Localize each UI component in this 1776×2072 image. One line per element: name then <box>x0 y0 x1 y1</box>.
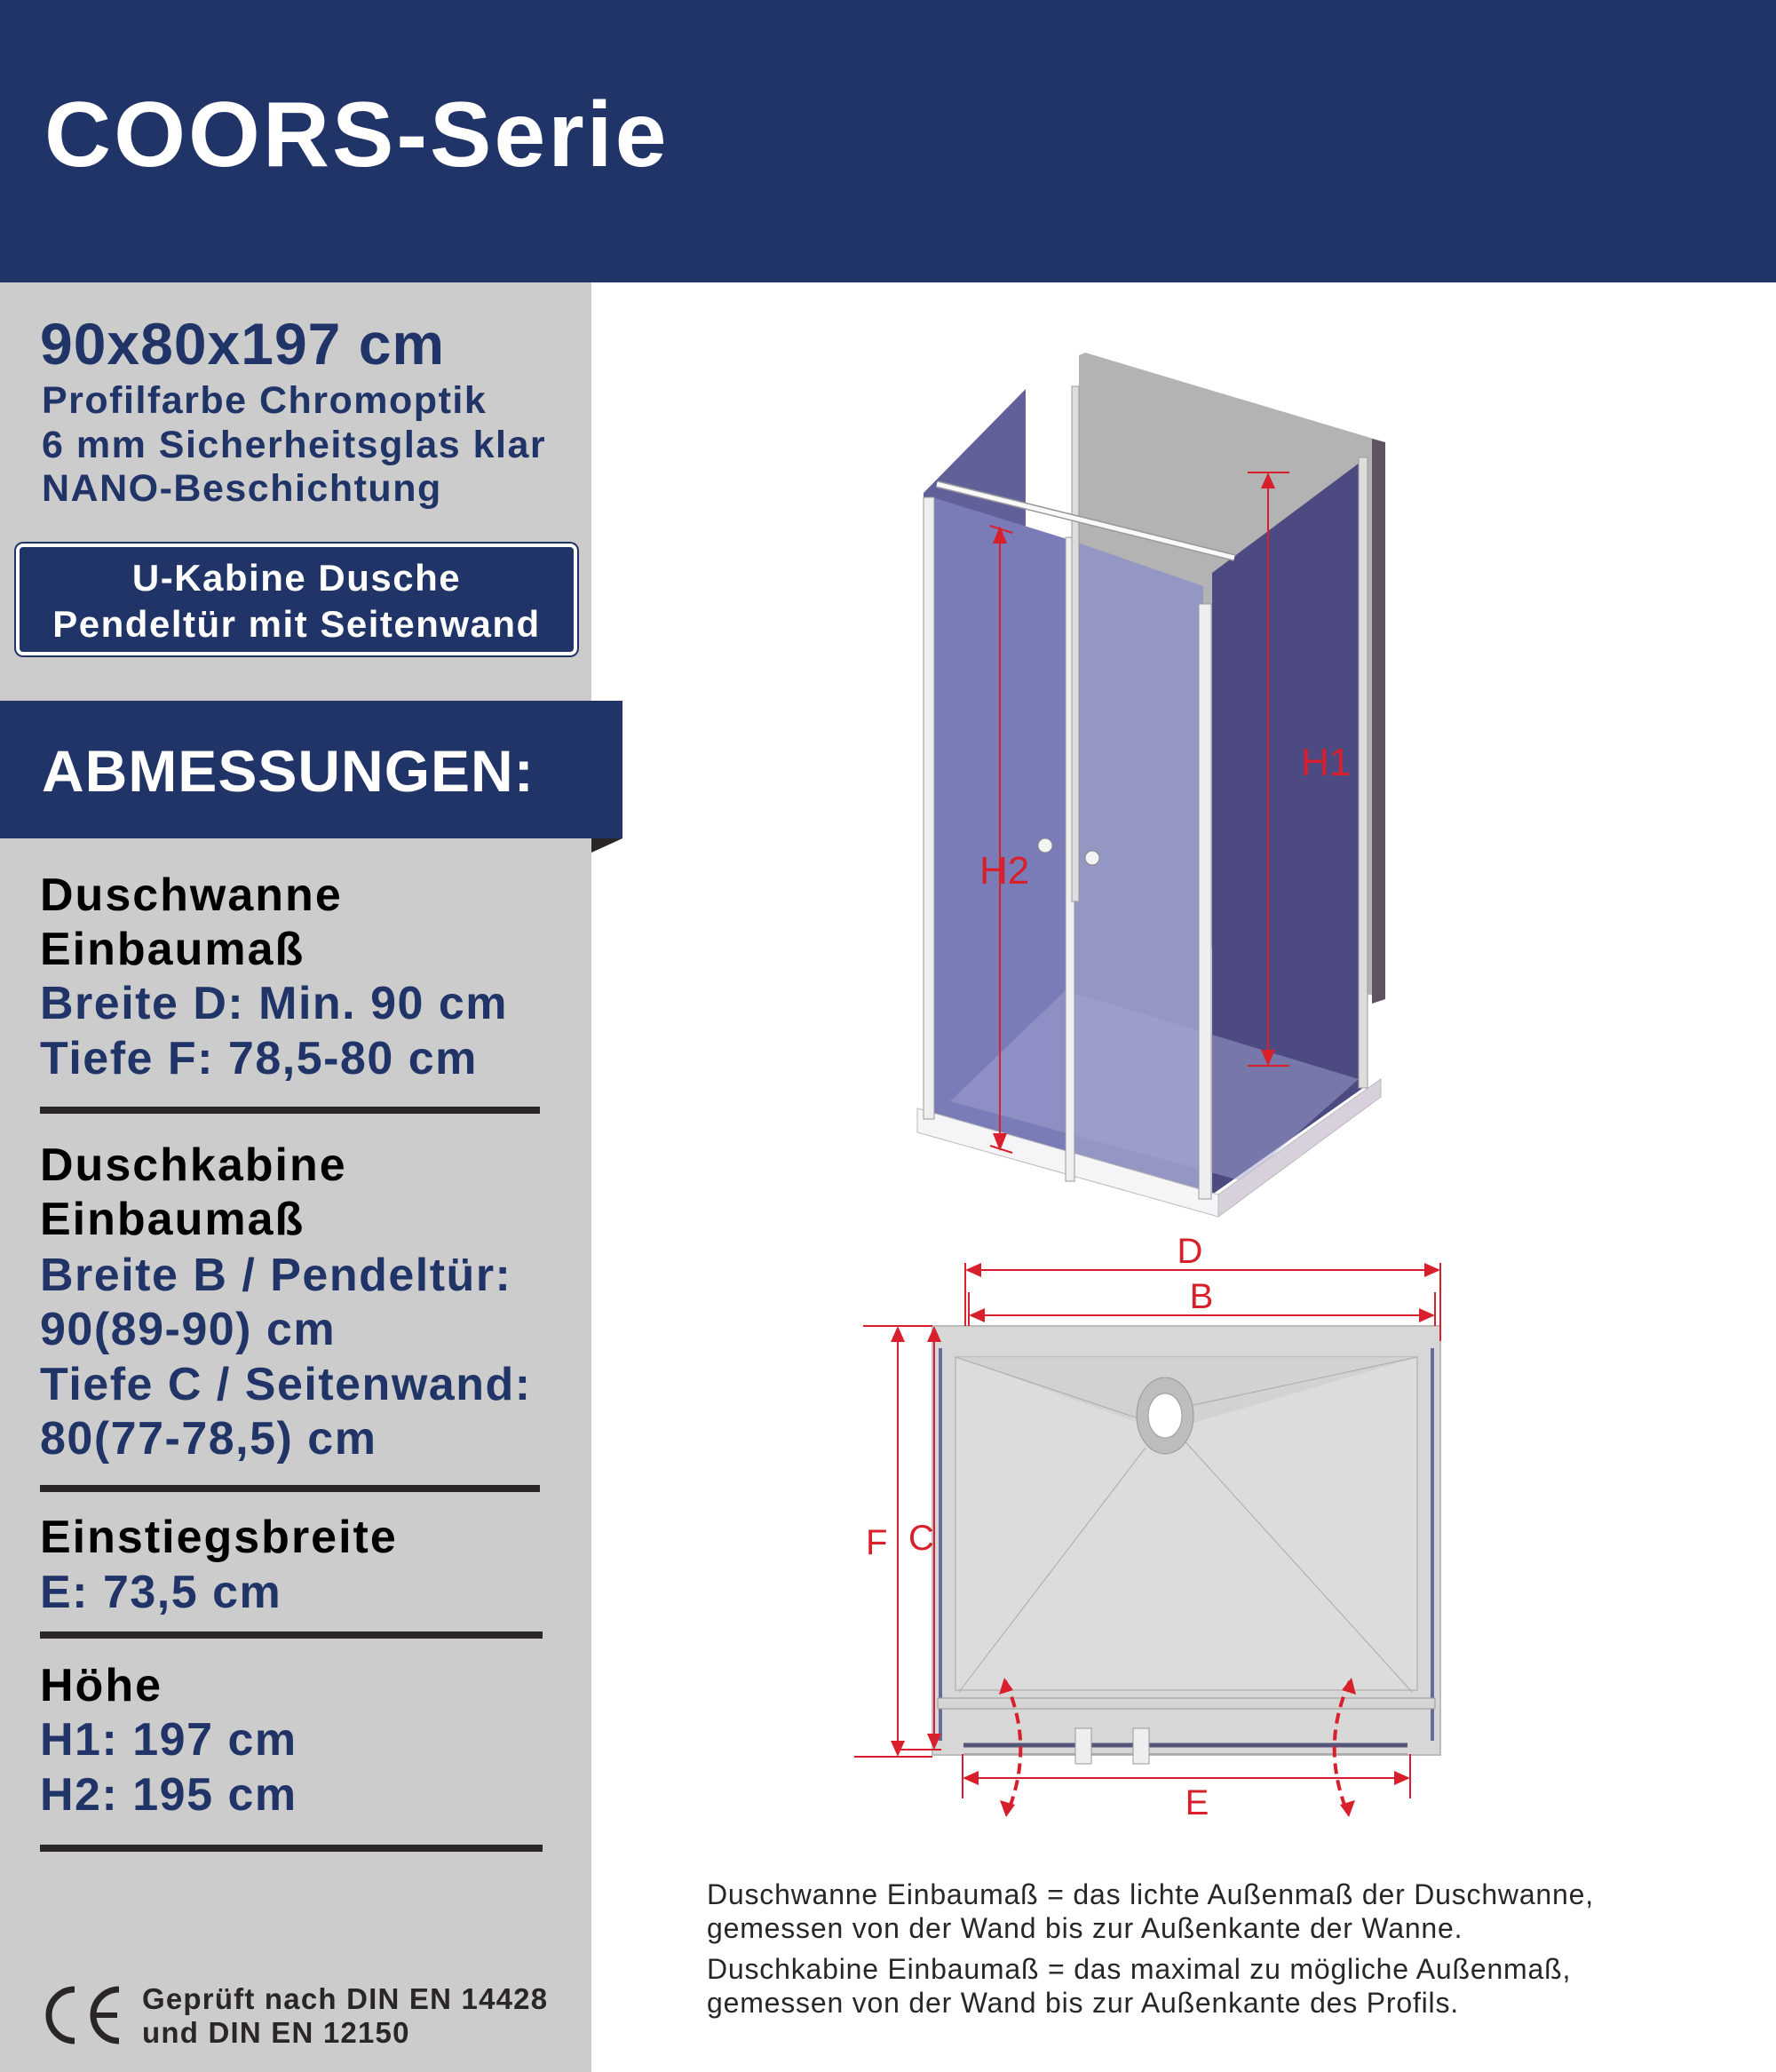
d-label: D <box>1177 1232 1203 1271</box>
type-line-1: U-Kabine Dusche <box>131 557 462 599</box>
dimensions-ribbon <box>0 701 622 838</box>
cert-line-2: und DIN EN 12150 <box>142 2016 410 2049</box>
divider <box>40 1631 543 1639</box>
group-cabin-heading-2: Einbaumaß <box>40 1194 305 1245</box>
cabin-width-label: Breite B / Pendeltür: <box>40 1250 512 1301</box>
height-h2-value: H2: 195 cm <box>40 1769 297 1821</box>
shower-3d-diagram: H1 H2 <box>916 353 1385 1218</box>
note-line-2: gemessen von der Wand bis zur Außenkante… <box>707 1912 1463 1944</box>
cabin-width-value: 90(89-90) cm <box>40 1304 337 1355</box>
entry-width-value: E: 73,5 cm <box>40 1567 282 1618</box>
cabin-depth-value: 80(77-78,5) cm <box>40 1413 377 1465</box>
divider <box>40 1485 540 1492</box>
height-h1-value: H1: 197 cm <box>40 1714 297 1766</box>
cabin-depth-label: Tiefe C / Seitenwand: <box>40 1359 532 1410</box>
group-tray-heading-2: Einbaumaß <box>40 924 305 975</box>
dimensions-title: ABMESSUNGEN: <box>42 738 535 804</box>
group-height-heading: Höhe <box>40 1660 163 1711</box>
h1-label: H1 <box>1301 741 1351 784</box>
note-line-3: Duschkabine Einbaumaß = das maximal zu m… <box>707 1953 1572 1985</box>
shower-plan-diagram: D B F C E <box>854 1232 1441 1822</box>
h2-label: H2 <box>979 849 1029 893</box>
ribbon-fold <box>591 838 622 853</box>
swing-arrow-left-icon <box>1003 1680 1023 1813</box>
tray-depth-value: Tiefe F: 78,5-80 cm <box>40 1033 478 1084</box>
spec-profile-color: Profilfarbe Chromoptik <box>42 379 488 422</box>
divider <box>40 1107 540 1114</box>
group-entry-heading: Einstiegsbreite <box>40 1512 398 1563</box>
b-label: B <box>1190 1277 1214 1316</box>
group-tray-heading-1: Duschwanne <box>40 869 343 921</box>
cert-line-1: Geprüft nach DIN EN 14428 <box>142 1982 549 2015</box>
type-line-2: Pendeltür mit Seitenwand <box>52 603 541 645</box>
ce-mark-icon <box>45 1986 120 2044</box>
spec-glass: 6 mm Sicherheitsglas klar <box>42 424 547 466</box>
f-label: F <box>866 1523 887 1562</box>
tray-width-value: Breite D: Min. 90 cm <box>40 978 509 1029</box>
swing-arrow-right-icon <box>1332 1680 1352 1813</box>
product-size: 90x80x197 cm <box>40 311 446 377</box>
note-line-4: gemessen von der Wand bis zur Außenkante… <box>707 1987 1459 2019</box>
e-label: E <box>1185 1783 1209 1822</box>
product-type-badge: U-Kabine Dusche Pendeltür mit Seitenwand <box>16 544 577 655</box>
note-line-1: Duschwanne Einbaumaß = das lichte Außenm… <box>707 1878 1594 1910</box>
header-banner <box>0 0 1776 282</box>
series-title: COORS-Serie <box>44 83 670 187</box>
c-label: C <box>908 1519 934 1558</box>
divider <box>40 1845 543 1852</box>
group-cabin-heading-1: Duschkabine <box>40 1139 347 1191</box>
spec-coating: NANO-Beschichtung <box>42 467 442 510</box>
